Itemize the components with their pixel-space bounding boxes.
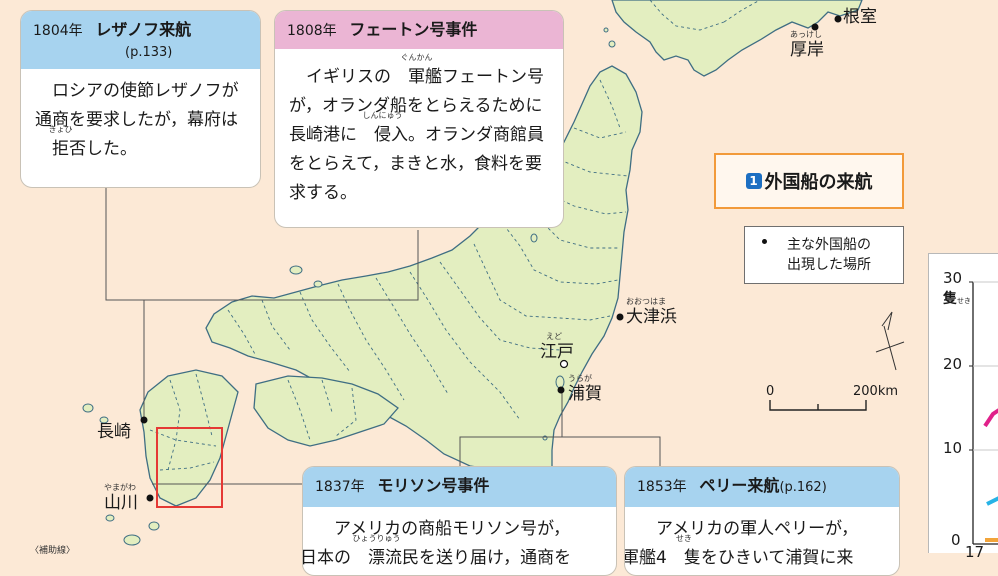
honshu-borders	[227, 79, 629, 421]
y-tick-30: 30	[943, 269, 963, 287]
event-card-morrison: 1837年 モリソン号事件 アメリカの商船モリソン号が，日本のひょうりゅう漂流民…	[302, 466, 617, 576]
otsuhama-dot	[616, 313, 624, 321]
event-year: 1837年	[315, 479, 365, 495]
nemuro-dot	[834, 15, 842, 23]
kyushu-landmass	[139, 369, 239, 507]
edo-dot	[559, 359, 569, 369]
hokkaido-borders	[649, 0, 761, 31]
legend-dot-icon	[762, 239, 767, 244]
event-card-phaeton: 1808年 フェートン号事件 イギリスのぐんかん軍艦フェートン号が，オランダ船を…	[274, 10, 564, 228]
place-label-otsuhama: おおつはま 大津浜	[626, 297, 677, 328]
corner-note: 〈補助線〉	[30, 546, 76, 556]
event-card-header: 1808年 フェートン号事件	[275, 11, 563, 49]
map-title: 1 外国船の来航	[714, 153, 904, 209]
legend-label: 主な外国船の 出現した場所	[787, 237, 871, 273]
page-reference: (p.133)	[125, 45, 173, 60]
page-reference: (p.162)	[779, 480, 827, 495]
place-label-uraga: うらが 浦賀	[568, 374, 602, 405]
connector-uraga	[459, 392, 661, 468]
shikoku-landmass	[253, 375, 399, 447]
event-card-header: 1804年 レザノフ来航 (p.133)	[21, 11, 260, 69]
place-label-nagasaki: 長崎	[97, 422, 131, 442]
connector-rezanov	[105, 187, 419, 301]
event-description: アメリカの商船モリソン号が，日本のひょうりゅう漂流民を送り届け，通商を	[302, 519, 572, 568]
yamagawa-dot	[146, 494, 154, 502]
event-title: モリソン号事件	[377, 476, 490, 495]
map-legend: 主な外国船の 出現した場所	[744, 226, 904, 284]
event-year: 1804年	[33, 23, 83, 39]
place-label-edo: えど 江戸	[540, 332, 574, 363]
scale-max: 200km	[853, 384, 899, 399]
event-card-header: 1853年 ペリー来航(p.162)	[625, 467, 899, 507]
inset-box	[156, 427, 223, 508]
kyushu-borders	[149, 373, 217, 471]
y-tick-0: 0	[951, 531, 961, 549]
y-axis-unit: 隻せき	[943, 291, 971, 307]
event-description: ロシアの使節レザノフが通商を要求したが，幕府はきょひ拒否した。	[35, 81, 239, 159]
place-label-yamagawa: やまがわ 山川	[104, 483, 138, 514]
hokkaido-landmass	[611, 0, 863, 77]
map-title-text: 外国船の来航	[764, 172, 873, 193]
shikoku-borders	[287, 379, 357, 441]
event-title: ペリー来航	[699, 476, 780, 495]
uraga-dot	[557, 386, 565, 394]
chart-axes	[969, 281, 998, 545]
place-label-nemuro: 根室	[843, 7, 877, 27]
place-label-akkeshi: あっけし 厚岸	[790, 30, 824, 61]
scale-zero: 0	[766, 384, 775, 399]
compass	[875, 311, 905, 371]
akkeshi-dot	[811, 23, 819, 31]
ship-count-chart: 30 隻せき 20 10 0 17	[928, 253, 998, 560]
event-year: 1808年	[287, 23, 337, 39]
x-tick-first: 17	[965, 543, 985, 561]
y-tick-10: 10	[943, 439, 963, 457]
event-description: イギリスのぐんかん軍艦フェートン号が，オランダ船をとらえるために長崎港にしんにゅ…	[289, 53, 544, 204]
series-line-cyan	[986, 496, 998, 506]
event-title: フェートン号事件	[349, 20, 478, 39]
series-line-magenta	[983, 408, 998, 428]
nagasaki-dot	[140, 416, 148, 424]
event-card-rezanov: 1804年 レザノフ来航 (p.133) ロシアの使節レザノフが通商を要求したが…	[20, 10, 261, 188]
event-title: レザノフ来航	[95, 20, 192, 39]
y-tick-20: 20	[943, 355, 963, 373]
event-card-header: 1837年 モリソン号事件	[303, 467, 616, 507]
scale-bar	[769, 400, 867, 411]
figure-number-badge: 1	[745, 173, 762, 189]
event-year: 1853年	[637, 479, 687, 495]
